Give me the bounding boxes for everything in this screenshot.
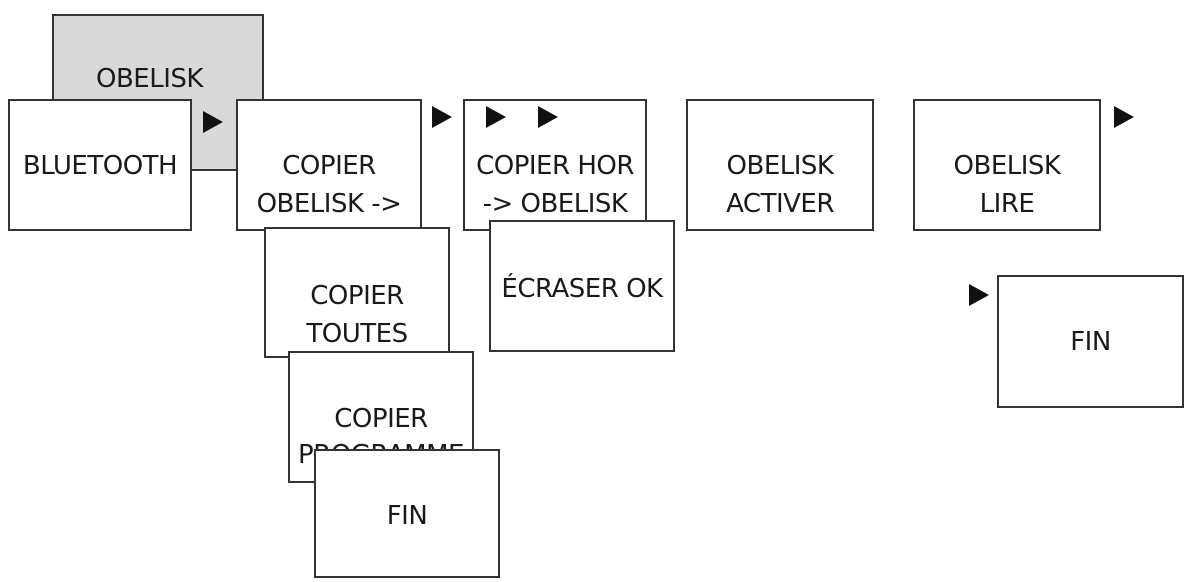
obelisk-read-label: OBELISK LIRE: [953, 151, 1061, 219]
copy-all-data-box: COPIER TOUTES DONNEES: [264, 227, 450, 387]
end-right-label: FIN: [1070, 327, 1111, 357]
overwrite-ok-box: ÉCRASER OK: [489, 220, 675, 352]
overwrite-ok-label: ÉCRASER OK: [501, 274, 663, 304]
triangle-right-icon: [203, 111, 223, 133]
bluetooth-label: BLUETOOTH: [22, 151, 178, 181]
copy-hor-to-obelisk-label: COPIER HOR -> OBELISK: [476, 151, 634, 219]
obelisk-activate-label: OBELISK ACTIVER: [726, 151, 834, 219]
obelisk-activate-box: OBELISK ACTIVER: [686, 99, 874, 231]
end-left-label: FIN: [386, 501, 428, 531]
triangle-right-icon: [1114, 106, 1134, 128]
triangle-right-icon: [432, 106, 452, 128]
obelisk-header-label: OBELISK: [96, 64, 203, 94]
triangle-right-icon: [486, 106, 506, 128]
triangle-right-icon: [969, 284, 989, 306]
end-left-box: FIN: [314, 449, 500, 578]
bluetooth-box: BLUETOOTH: [8, 99, 192, 231]
end-right-box: FIN: [997, 275, 1184, 408]
copy-obelisk-to-hor-box: COPIER OBELISK -> HOR: [236, 99, 422, 257]
triangle-right-icon: [538, 106, 558, 128]
obelisk-read-box: OBELISK LIRE: [913, 99, 1101, 231]
